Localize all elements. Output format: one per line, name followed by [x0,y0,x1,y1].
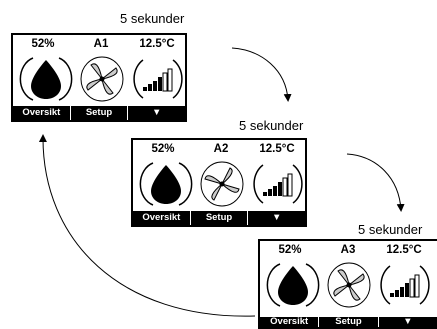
signal-bars-icon [380,265,430,305]
tab-oversikt[interactable]: Oversikt [13,106,71,120]
timer-label-2: 5 sekunder [239,118,304,133]
temperature-value: 12.5°C [259,143,295,155]
water-drop-icon [19,57,73,101]
tab-setup[interactable]: Setup [319,317,379,327]
signal-bars-icon [253,164,303,204]
fan-icon [80,56,124,102]
tab-down[interactable]: ▼ [403,317,413,327]
mode-value: A2 [213,143,229,155]
tab-oversikt[interactable]: Oversikt [260,317,320,327]
tab-setup[interactable]: Setup [191,211,249,225]
arrow-2-to-3 [346,153,405,212]
tab-down[interactable]: ▼ [151,107,162,118]
display-screen-a2: 52% A2 12.5°C Oversikt [131,138,307,227]
tab-down[interactable]: ▼ [271,212,282,223]
display-screen-a1: 52% A1 12.5°C Oversikt [11,33,187,122]
humidity-value: 52% [151,143,175,155]
fan-icon [200,161,244,207]
humidity-value: 52% [31,38,55,50]
water-drop-icon [266,263,320,307]
arrow-3-to-1 [38,134,256,317]
display-screen-a3: 52% A3 12.5°C Oversikt [258,239,437,329]
timer-label-1: 5 sekunder [120,11,185,26]
signal-bars-icon [133,59,183,99]
arrow-1-to-2 [231,47,292,102]
timer-label-3: 5 sekunder [358,222,423,237]
humidity-value: 52% [278,244,302,256]
tab-setup[interactable]: Setup [71,106,129,120]
temperature-value: 12.5°C [386,244,422,256]
temperature-value: 12.5°C [139,38,175,50]
mode-value: A1 [93,38,109,50]
fan-icon [327,262,371,308]
tab-oversikt[interactable]: Oversikt [133,211,191,225]
mode-value: A3 [340,244,356,256]
water-drop-icon [139,162,193,206]
